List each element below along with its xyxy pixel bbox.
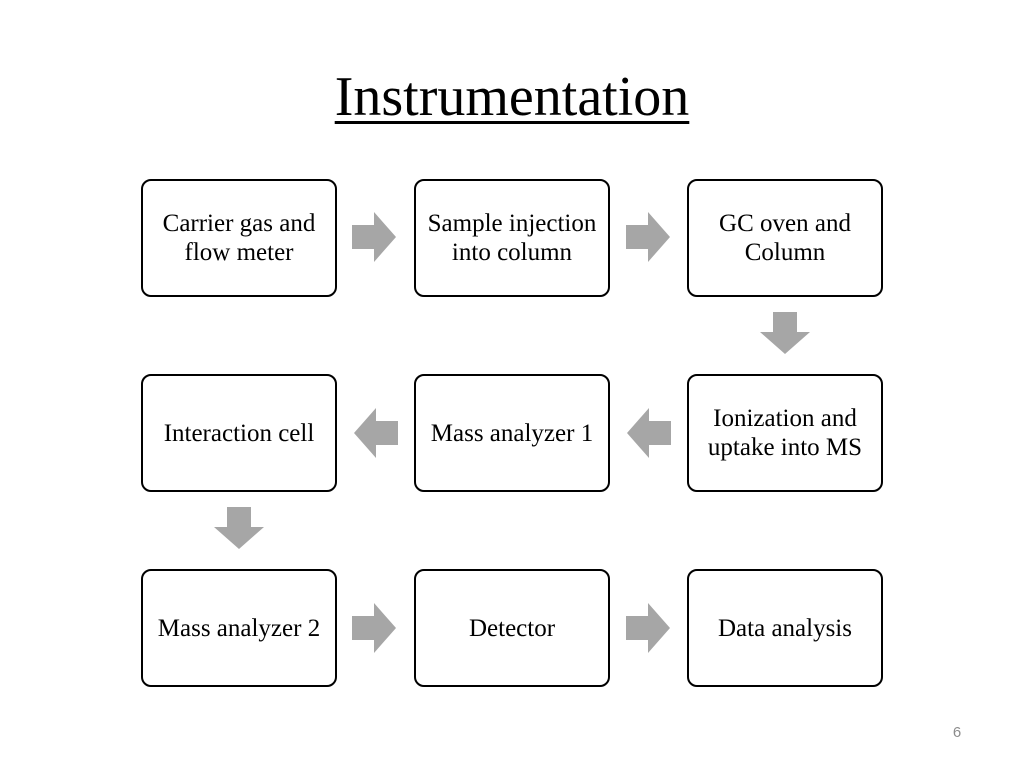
step-label: Interaction cell <box>163 419 315 447</box>
arrow-down-icon <box>214 507 264 549</box>
step-mass-analyzer-1-box: Mass analyzer 1 <box>414 374 610 492</box>
step-label: Data analysis <box>718 614 852 642</box>
step-label: GC oven and Column <box>719 210 851 266</box>
step-interaction-cell-box: Interaction cell <box>141 374 337 492</box>
arrow-right-icon <box>626 603 670 653</box>
arrow-right-icon <box>626 212 670 262</box>
slide-title: Instrumentation <box>334 66 690 128</box>
step-label: Mass analyzer 2 <box>157 614 321 642</box>
step-ionization-box: Ionization and uptake into MS <box>687 374 883 492</box>
step-mass-analyzer-2-box: Mass analyzer 2 <box>141 569 337 687</box>
step-detector-box: Detector <box>414 569 610 687</box>
step-sample-injection-box: Sample injection into column <box>414 179 610 297</box>
arrow-down-icon <box>760 312 810 354</box>
step-label: Mass analyzer 1 <box>430 419 594 447</box>
arrow-left-icon <box>354 408 398 458</box>
step-label: Ionization and uptake into MS <box>707 405 863 461</box>
step-label: Carrier gas and flow meter <box>162 210 316 266</box>
step-label: Detector <box>468 614 556 642</box>
page-number: 6 <box>952 724 962 741</box>
step-label: Sample injection into column <box>427 210 597 266</box>
step-data-analysis-box: Data analysis <box>687 569 883 687</box>
arrow-left-icon <box>627 408 671 458</box>
step-carrier-gas-box: Carrier gas and flow meter <box>141 179 337 297</box>
arrow-right-icon <box>352 212 396 262</box>
arrow-right-icon <box>352 603 396 653</box>
step-gc-oven-box: GC oven and Column <box>687 179 883 297</box>
